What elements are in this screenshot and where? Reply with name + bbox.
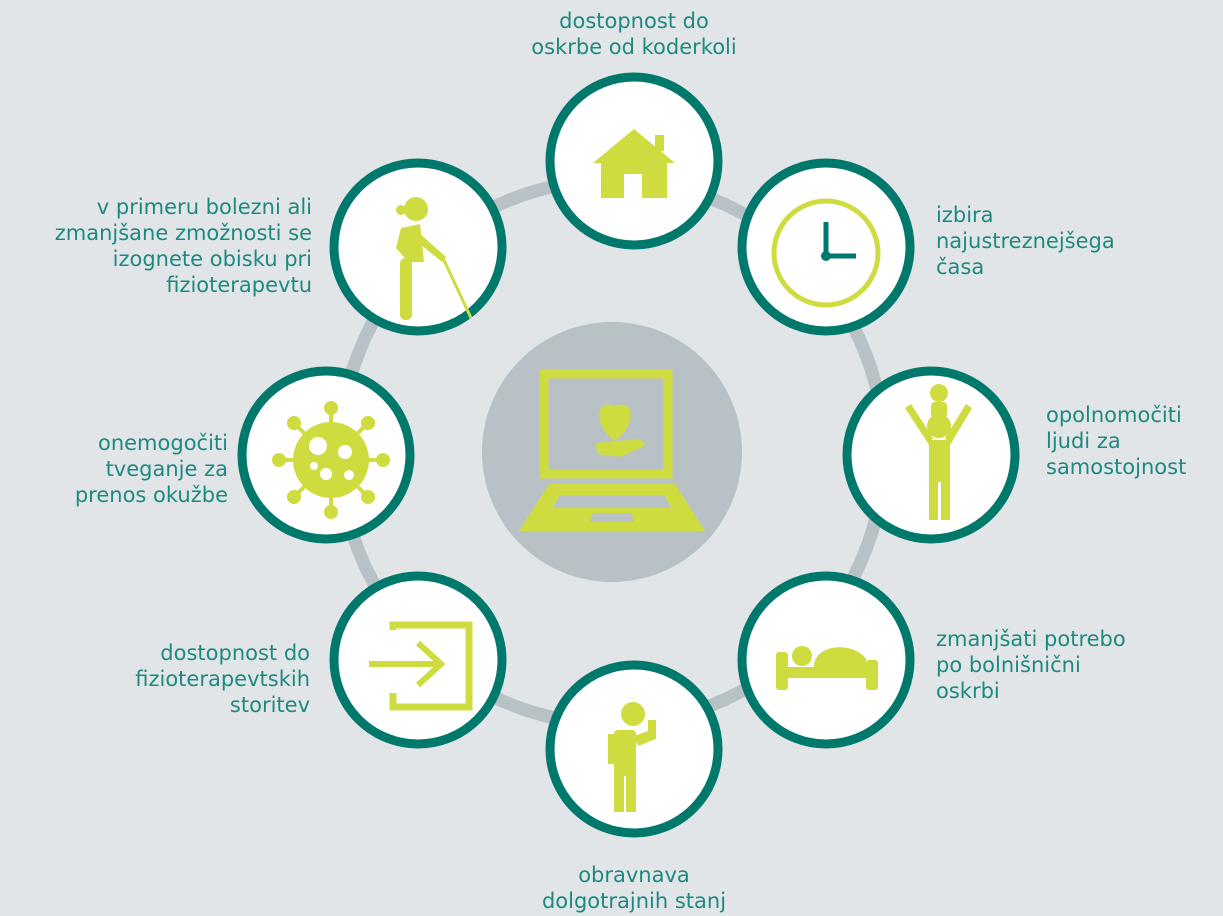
virus-icon — [272, 401, 390, 519]
node-time — [737, 158, 915, 336]
laptop-heart-hand-icon — [519, 369, 705, 531]
clock-icon — [771, 198, 881, 308]
thinking-person-icon — [608, 702, 656, 812]
label-access: dostopnost do fizioterapevtskih storitev — [135, 641, 310, 717]
center-hub — [482, 322, 742, 582]
label-hospital: zmanjšati potrebo po bolnišnični oskrbi — [936, 627, 1126, 703]
label-time: izbira najustreznejšega časa — [936, 203, 1115, 279]
label-mobility: v primeru bolezni ali zmanjšane zmožnost… — [54, 195, 312, 297]
elderly-cane-icon — [396, 197, 473, 320]
node-access — [329, 571, 507, 749]
node-hospital — [737, 571, 915, 749]
label-home: dostopnost do oskrbe od koderkoli — [531, 9, 737, 59]
label-chronic: obravnava dolgotrajnih stanj — [541, 863, 727, 913]
house-icon — [593, 129, 675, 198]
node-infection — [237, 366, 415, 544]
parent-child-icon — [905, 384, 972, 520]
bed-icon — [776, 646, 878, 690]
label-empower: opolnomočiti ljudi za samostojnost — [1046, 403, 1187, 479]
node-mobility — [329, 158, 507, 336]
node-chronic — [545, 660, 723, 838]
node-home — [545, 72, 723, 250]
login-arrow-icon — [369, 621, 473, 711]
node-empower — [842, 366, 1020, 544]
label-infection: onemogočiti tveganje za prenos okužbe — [74, 431, 228, 507]
